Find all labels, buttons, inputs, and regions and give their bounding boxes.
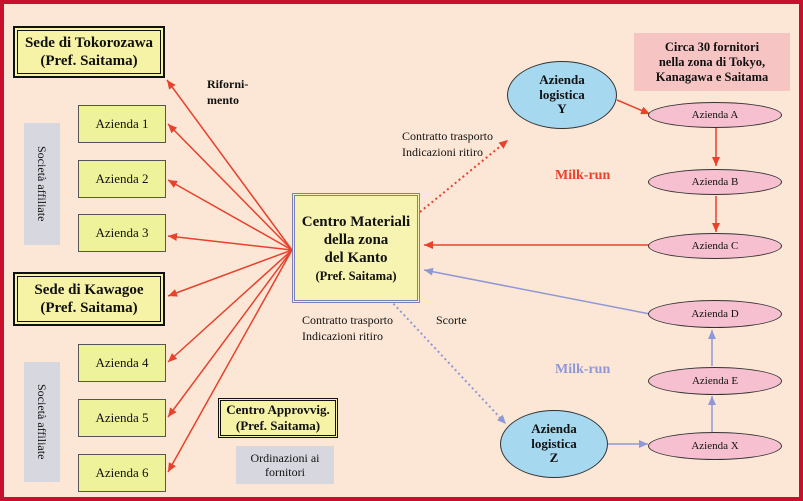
arrow-to-azienda-3 xyxy=(167,233,293,251)
azienda-5-box: Azienda 5 xyxy=(78,399,166,437)
arrow-to-azienda-1 xyxy=(167,123,293,251)
centro-materiali-title: Centro Materiali della zona del Kanto xyxy=(301,213,411,266)
centro-materiali-pref: (Pref. Saitama) xyxy=(315,268,397,283)
centro-materiali-box: Centro Materiali della zona del Kanto (P… xyxy=(292,193,420,303)
azienda-4-box: Azienda 4 xyxy=(78,344,166,382)
milk-run-top: Milk-run xyxy=(555,168,611,183)
azienda-logistica-y: Azienda logistica Y xyxy=(507,61,617,129)
azienda-e-oval: Azienda E xyxy=(648,367,782,395)
rifornimento-label: Riforni- mento xyxy=(207,77,249,108)
azienda-1-box: Azienda 1 xyxy=(78,105,166,143)
ordinazioni-fornitori-box: Ordinazioni ai fornitori xyxy=(236,446,334,484)
azienda-d-oval: Azienda D xyxy=(648,300,782,328)
sede-tokorozawa: Sede di Tokorozawa (Pref. Saitama) xyxy=(13,26,165,78)
arrow-d-to-centro xyxy=(423,267,651,315)
sede-kawagoe: Sede di Kawagoe (Pref. Saitama) xyxy=(13,272,165,326)
azienda-3-box: Azienda 3 xyxy=(78,214,166,252)
arrow-to-tokorozawa xyxy=(166,79,293,251)
arrow-to-azienda-5 xyxy=(167,249,293,418)
arrow-logistica-y-to-azienda-a xyxy=(616,99,651,115)
societa-affiliate-label-top: Società affiliate xyxy=(24,123,60,245)
contratto-trasporto-bottom: Contratto trasporto Indicazioni ritiro xyxy=(302,313,393,344)
azienda-2-box: Azienda 2 xyxy=(78,160,166,198)
contratto-trasporto-top: Contratto trasporto Indicazioni ritiro xyxy=(402,129,493,160)
arrow-to-azienda-4 xyxy=(167,249,293,363)
centro-approvvig-box: Centro Approvvig. (Pref. Saitama) xyxy=(218,398,338,438)
arrow-to-azienda-6 xyxy=(167,249,293,473)
societa-affiliate-label-bottom: Società affiliate xyxy=(24,362,60,482)
azienda-b-oval: Azienda B xyxy=(648,169,782,195)
azienda-c-oval: Azienda C xyxy=(648,233,782,259)
azienda-x-oval: Azienda X xyxy=(648,432,782,460)
arrow-centro-to-logistica-y xyxy=(419,139,509,213)
milk-run-bottom: Milk-run xyxy=(555,362,611,377)
arrow-centro-to-logistica-z xyxy=(389,299,507,425)
arrow-to-kawagoe xyxy=(167,249,293,297)
scorte-label: Scorte xyxy=(436,313,467,327)
fornitori-note: Circa 30 fornitori nella zona di Tokyo, … xyxy=(634,33,790,91)
azienda-logistica-z: Azienda logistica Z xyxy=(500,410,608,478)
azienda-6-box: Azienda 6 xyxy=(78,454,166,492)
azienda-a-oval: Azienda A xyxy=(648,102,782,128)
arrow-to-azienda-2 xyxy=(167,179,293,251)
